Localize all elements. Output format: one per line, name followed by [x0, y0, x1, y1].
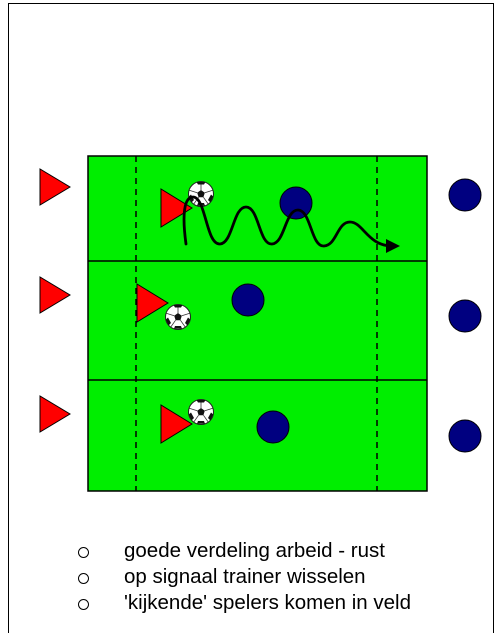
notes-list: goede verdeling arbeid - rust op signaal…: [78, 538, 411, 616]
red-triangle-icon: [39, 168, 71, 206]
bullet-icon: [78, 547, 89, 558]
blue-circle-icon: [448, 299, 482, 333]
note-text: op signaal trainer wisselen: [124, 565, 366, 588]
blue-circle-icon: [448, 178, 482, 212]
blue-circle-icon: [256, 410, 290, 444]
red-triangle-icon: [136, 283, 169, 323]
soccer-ball-icon: [188, 399, 214, 425]
red-triangle-icon: [160, 404, 193, 444]
dribble-path: [182, 195, 394, 248]
blue-circle-icon: [231, 283, 265, 317]
note-text: goede verdeling arbeid - rust: [124, 539, 385, 562]
note-text: 'kijkende' spelers komen in veld: [124, 591, 411, 614]
playing-field: [87, 155, 428, 492]
blue-circle-icon: [448, 419, 482, 453]
blue-circle-icon: [279, 186, 313, 220]
red-triangle-icon: [39, 276, 71, 314]
red-triangle-icon: [39, 395, 71, 433]
note-item: 'kijkende' spelers komen in veld: [78, 590, 411, 616]
arrow-head-icon: [386, 239, 400, 253]
note-item: op signaal trainer wisselen: [78, 564, 411, 590]
diagram-frame: [8, 3, 494, 633]
note-item: goede verdeling arbeid - rust: [78, 538, 411, 564]
red-triangle-icon: [160, 188, 193, 228]
soccer-ball-icon: [165, 304, 191, 330]
bullet-icon: [78, 573, 89, 584]
bullet-icon: [78, 599, 89, 610]
